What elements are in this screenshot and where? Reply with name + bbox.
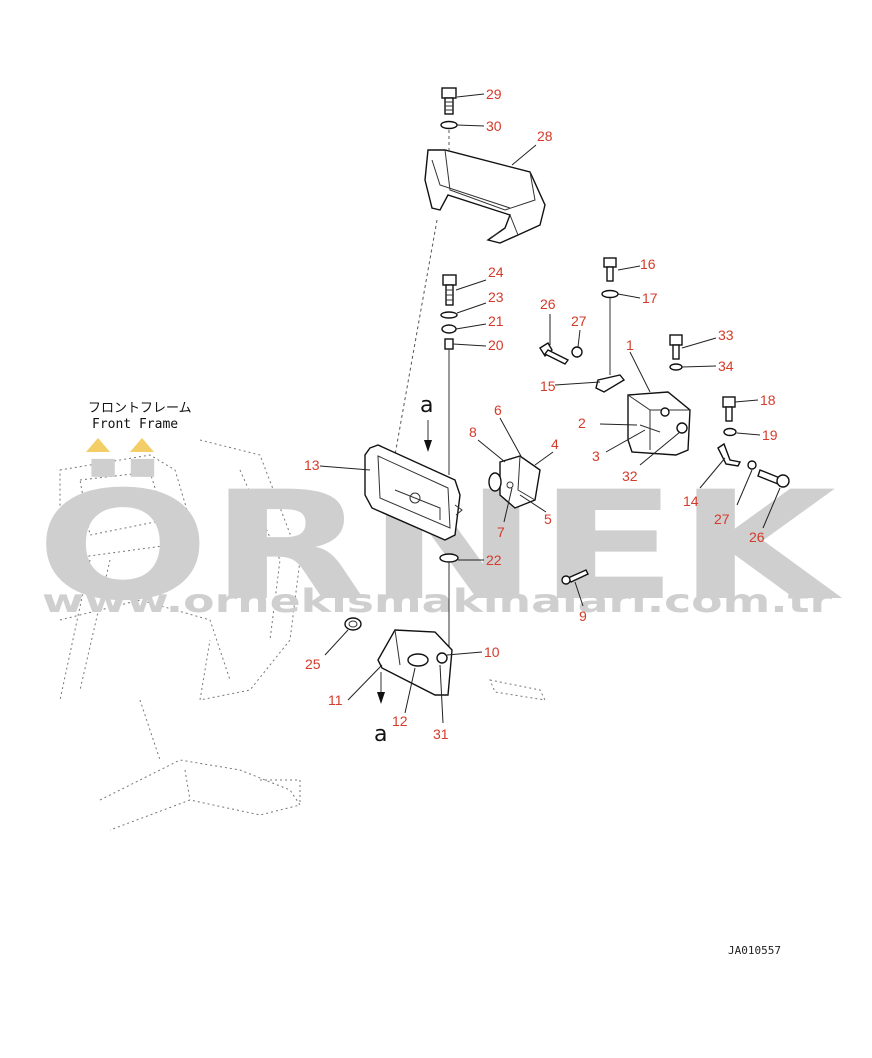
washer-17 <box>601 289 619 299</box>
view-marker-top: a <box>420 393 433 418</box>
front-frame-en-label: Front Frame <box>92 417 178 432</box>
bolt-26-upper <box>539 342 570 365</box>
watermark-dot-1 <box>86 438 110 452</box>
watermark: ÖRNEK www.ornekismakinalari.com.tr <box>36 458 842 634</box>
callout-10: 10 <box>484 644 500 660</box>
view-marker-bottom: a <box>374 722 387 747</box>
callout-16: 16 <box>640 256 656 272</box>
washer-23 <box>440 311 458 319</box>
view-arrow-head-top <box>424 440 432 452</box>
callout-2: 2 <box>578 415 586 431</box>
callout-22: 22 <box>486 552 502 568</box>
cover-28 <box>424 149 546 244</box>
clip-14 <box>717 442 742 467</box>
washer-34 <box>669 363 683 371</box>
callout-24: 24 <box>488 264 504 280</box>
callout-13: 13 <box>304 457 320 473</box>
callout-1: 1 <box>626 337 634 353</box>
grommet-25 <box>344 617 362 631</box>
bolt-18 <box>722 396 736 422</box>
callout-29: 29 <box>486 86 502 102</box>
bolt-33 <box>669 334 683 360</box>
leader-lines <box>319 93 781 724</box>
view-arrow-head-bottom <box>377 692 385 704</box>
callout-25: 25 <box>305 656 321 672</box>
callout-3: 3 <box>592 448 600 464</box>
callout-33: 33 <box>718 327 734 343</box>
handle-bracket-13 <box>364 444 463 541</box>
callout-28: 28 <box>537 128 553 144</box>
callout-27-upper: 27 <box>571 313 587 329</box>
watermark-dot-2 <box>130 438 154 452</box>
bracket-15 <box>595 374 626 393</box>
callout-7: 7 <box>497 524 505 540</box>
drawing-code: JA010557 <box>728 944 781 957</box>
washer-22 <box>439 553 459 563</box>
callout-6: 6 <box>494 402 502 418</box>
callout-12: 12 <box>392 713 408 729</box>
callout-8: 8 <box>469 424 477 440</box>
callout-32: 32 <box>622 468 638 484</box>
work-lamp-1 <box>627 391 691 456</box>
callout-34: 34 <box>718 358 734 374</box>
bolt-24 <box>442 274 457 306</box>
callout-31: 31 <box>433 726 449 742</box>
base-bracket-11 <box>377 629 453 696</box>
lock-washer-21 <box>441 324 457 334</box>
callout-14: 14 <box>683 493 699 509</box>
callout-19: 19 <box>762 427 778 443</box>
callouts: 29 30 28 24 23 21 20 16 17 26 27 15 1 33… <box>304 86 778 742</box>
watermark-url: www.ornekismakinalari.com.tr <box>42 582 832 620</box>
callout-26-lower: 26 <box>749 529 765 545</box>
alignment-line <box>394 219 438 456</box>
callout-4: 4 <box>551 436 559 452</box>
callout-9: 9 <box>579 608 587 624</box>
callout-18: 18 <box>760 392 776 408</box>
callout-27-lower: 27 <box>714 511 730 527</box>
callout-26-upper: 26 <box>540 296 556 312</box>
callout-5: 5 <box>544 511 552 527</box>
washer-19 <box>723 427 737 437</box>
callout-30: 30 <box>486 118 502 134</box>
bolt-16 <box>603 257 617 282</box>
front-frame-jp-label: フロントフレーム <box>88 401 192 416</box>
callout-17: 17 <box>642 290 658 306</box>
front-frame-outline <box>59 439 546 831</box>
callout-21: 21 <box>488 313 504 329</box>
bolt-29 <box>441 87 457 115</box>
bolt-26-lower <box>757 469 790 488</box>
nut-27-upper <box>571 346 583 358</box>
nut-27-lower <box>747 460 757 470</box>
washer-30 <box>440 120 458 130</box>
callout-20: 20 <box>488 337 504 353</box>
callout-23: 23 <box>488 289 504 305</box>
spacer-20 <box>444 338 454 350</box>
bolt-9 <box>561 569 589 585</box>
callout-11: 11 <box>328 692 343 708</box>
callout-15: 15 <box>540 378 556 394</box>
